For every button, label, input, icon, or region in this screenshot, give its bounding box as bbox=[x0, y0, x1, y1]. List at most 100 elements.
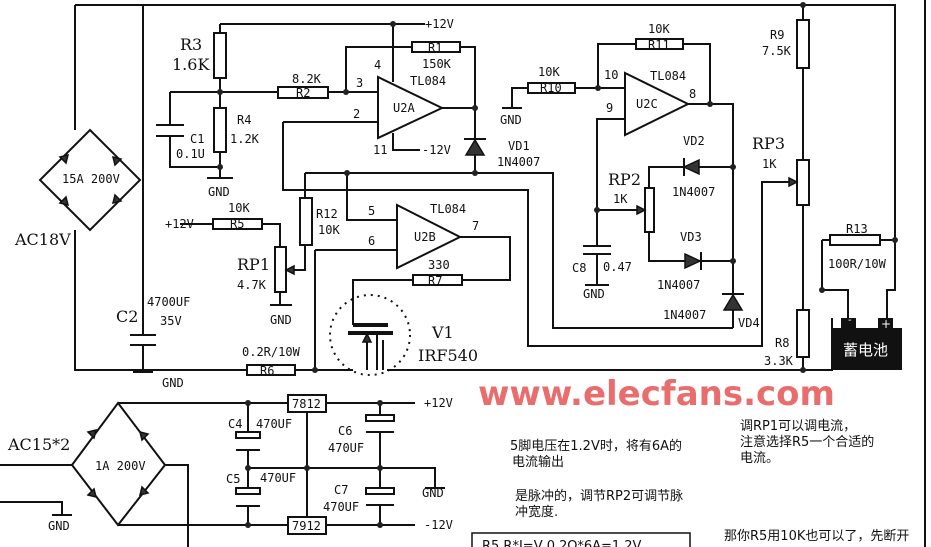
ground-symbols bbox=[52, 107, 609, 516]
component-labels: R3 1.6K R4 1.2K C1 0.1U GND 8.2K R2 +12V… bbox=[7, 17, 887, 533]
r2-value: 8.2K bbox=[292, 72, 322, 86]
r13-label: R13 bbox=[846, 222, 868, 236]
rp2-label: RP2 bbox=[608, 170, 641, 189]
regulator-7912 bbox=[287, 516, 327, 535]
opamp-u2b bbox=[396, 203, 463, 270]
r4-label: R4 bbox=[237, 113, 251, 127]
battery-minus-label: - bbox=[848, 315, 852, 326]
pin-label: 2 bbox=[353, 107, 360, 121]
r3-value: 1.6K bbox=[172, 55, 210, 74]
vd1-label: VD1 bbox=[508, 139, 530, 153]
bridge-main bbox=[38, 128, 142, 232]
gnd-label: GND bbox=[48, 519, 70, 533]
u2c-label: U2C bbox=[636, 97, 658, 111]
resistor-r4 bbox=[213, 107, 227, 153]
resistor-r5 bbox=[212, 218, 263, 230]
r9-label: R9 bbox=[770, 28, 784, 42]
gnd-label: GND bbox=[270, 313, 292, 327]
note-rp1-line3: 电流。 bbox=[740, 451, 779, 466]
pin-label: 9 bbox=[606, 101, 613, 115]
capacitor-c1 bbox=[156, 124, 184, 137]
vd3-label: VD3 bbox=[680, 230, 702, 244]
vd1-value: 1N4007 bbox=[497, 155, 540, 169]
r5-label: R5 bbox=[230, 217, 244, 231]
u2a-part: TL084 bbox=[410, 74, 446, 88]
pin-label: 10 bbox=[604, 68, 618, 82]
resistor-r8 bbox=[796, 309, 810, 358]
note-pulse-line1: 是脉冲的，调节RP2可调节脉 bbox=[515, 488, 683, 504]
c5-value: 470UF bbox=[260, 471, 296, 485]
c8-label: C8 bbox=[572, 261, 586, 275]
reg-7812-label: 7812 bbox=[292, 397, 321, 411]
battery-terminal-minus bbox=[841, 318, 856, 330]
c5-label: C5 bbox=[226, 472, 240, 486]
potentiometer-rp3 bbox=[796, 159, 810, 206]
capacitor-c6 bbox=[365, 414, 395, 422]
resistor-r13 bbox=[829, 234, 881, 246]
rp2-value: 1K bbox=[613, 192, 628, 206]
note-pin5-line2: 电流输出 bbox=[512, 454, 564, 470]
resistor-r2 bbox=[277, 86, 329, 99]
c6-label: C6 bbox=[338, 424, 352, 438]
c2-value: 4700UF bbox=[147, 295, 190, 309]
resistor-r7 bbox=[412, 274, 463, 286]
r10-value: 10K bbox=[538, 65, 560, 79]
diodes bbox=[464, 138, 744, 311]
watermark: www.elecfans.com bbox=[478, 374, 835, 414]
vd2-label: VD2 bbox=[683, 134, 705, 148]
m12-label: -12V bbox=[422, 143, 451, 157]
gnd-label: GND bbox=[422, 486, 444, 500]
capacitor-c7 bbox=[365, 487, 395, 495]
formula-box bbox=[471, 532, 691, 547]
bridge-aux-rating: 1A 200V bbox=[95, 459, 146, 473]
resistors bbox=[212, 19, 881, 376]
resistor-r12 bbox=[299, 197, 313, 246]
u2a-label: U2A bbox=[393, 101, 415, 115]
r11-label: R11 bbox=[648, 38, 670, 52]
p12-label: +12V bbox=[424, 396, 453, 410]
capacitor-c4 bbox=[235, 431, 261, 439]
u2b-label: U2B bbox=[414, 230, 436, 244]
c4-label: C4 bbox=[228, 417, 242, 431]
resistor-r1 bbox=[411, 41, 461, 53]
p12-label: +12V bbox=[425, 17, 454, 31]
potentiometer-rp1 bbox=[274, 246, 287, 293]
ac-main-label: AC18V bbox=[14, 230, 71, 249]
c4-value: 470UF bbox=[256, 417, 292, 431]
pin-label: 7 bbox=[472, 219, 479, 233]
resistor-r11 bbox=[635, 38, 684, 50]
gnd-label: GND bbox=[162, 376, 184, 390]
resistor-r3 bbox=[213, 32, 227, 79]
pin-label: 8 bbox=[689, 87, 696, 101]
u2c-part: TL084 bbox=[650, 69, 686, 83]
vd4-value: 1N4007 bbox=[663, 308, 706, 322]
diode-vd4 bbox=[722, 293, 744, 311]
vd2-value: 1N4007 bbox=[672, 185, 715, 199]
battery bbox=[832, 328, 902, 370]
gnd-label: GND bbox=[583, 287, 605, 301]
annotations: 5脚电压在1.2V时，将有6A的 电流输出 是脉冲的，调节RP2可调节脉 冲宽度… bbox=[471, 419, 909, 547]
vd3-value: 1N4007 bbox=[657, 278, 700, 292]
c2-voltage: 35V bbox=[160, 314, 182, 328]
capacitors bbox=[130, 124, 611, 507]
r7-label: R7 bbox=[428, 274, 442, 288]
battery-plus-label: + bbox=[881, 317, 891, 331]
pin-label: 6 bbox=[368, 234, 375, 248]
rp1-label: RP1 bbox=[237, 255, 270, 274]
reg-7912-label: 7912 bbox=[292, 519, 321, 533]
r12-label: R12 bbox=[316, 207, 338, 221]
note-pulse-line2: 冲宽度. bbox=[515, 504, 558, 520]
r6-value: 0.2R/10W bbox=[242, 345, 301, 359]
capacitor-c2 bbox=[130, 334, 156, 346]
pin-label: 5 bbox=[368, 204, 375, 218]
c1-label: C1 bbox=[190, 132, 204, 146]
c1-value: 0.1U bbox=[176, 147, 205, 161]
m12-label: -12V bbox=[424, 518, 453, 532]
pin-label: 3 bbox=[356, 76, 363, 90]
v1-value: IRF540 bbox=[418, 346, 478, 365]
r7-value: 330 bbox=[428, 258, 450, 272]
bridge-main-rating: 15A 200V bbox=[62, 172, 120, 186]
bridge-aux bbox=[70, 401, 167, 527]
battery-label: 蓄电池 bbox=[843, 341, 888, 359]
